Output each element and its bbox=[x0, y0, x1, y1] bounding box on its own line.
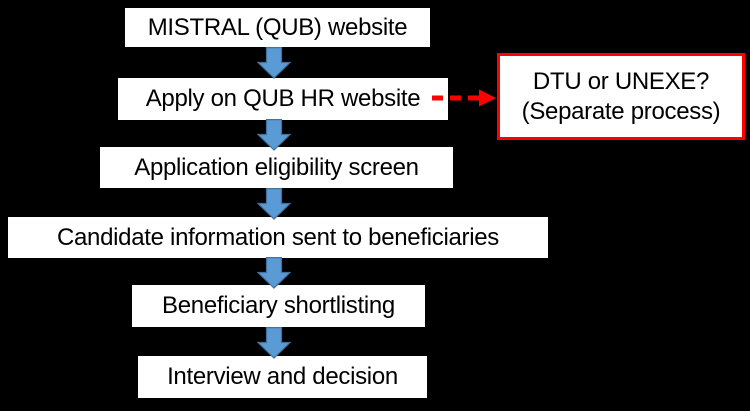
side-box-separate-process: DTU or UNEXE? (Separate process) bbox=[497, 53, 745, 140]
flow-arrow-down-icon bbox=[257, 119, 291, 151]
flow-step-info-to-beneficiaries: Candidate information sent to beneficiar… bbox=[8, 217, 548, 258]
flow-arrow-down-icon bbox=[257, 257, 291, 289]
flow-arrow-down-icon bbox=[257, 327, 291, 359]
flow-step-mistral-website: MISTRAL (QUB) website bbox=[125, 8, 430, 47]
side-box-line1: DTU or UNEXE? bbox=[532, 68, 710, 96]
flow-step-eligibility-screen: Application eligibility screen bbox=[100, 147, 453, 188]
side-box-line2: (Separate process) bbox=[521, 97, 721, 125]
flow-step-interview-decision: Interview and decision bbox=[138, 356, 427, 398]
flow-step-apply-qub-hr: Apply on QUB HR website bbox=[118, 78, 448, 120]
dashed-arrow-right-icon bbox=[432, 89, 496, 107]
flow-arrow-down-icon bbox=[257, 188, 291, 220]
flow-arrow-down-icon bbox=[257, 47, 291, 79]
flow-step-beneficiary-shortlisting: Beneficiary shortlisting bbox=[132, 285, 425, 327]
